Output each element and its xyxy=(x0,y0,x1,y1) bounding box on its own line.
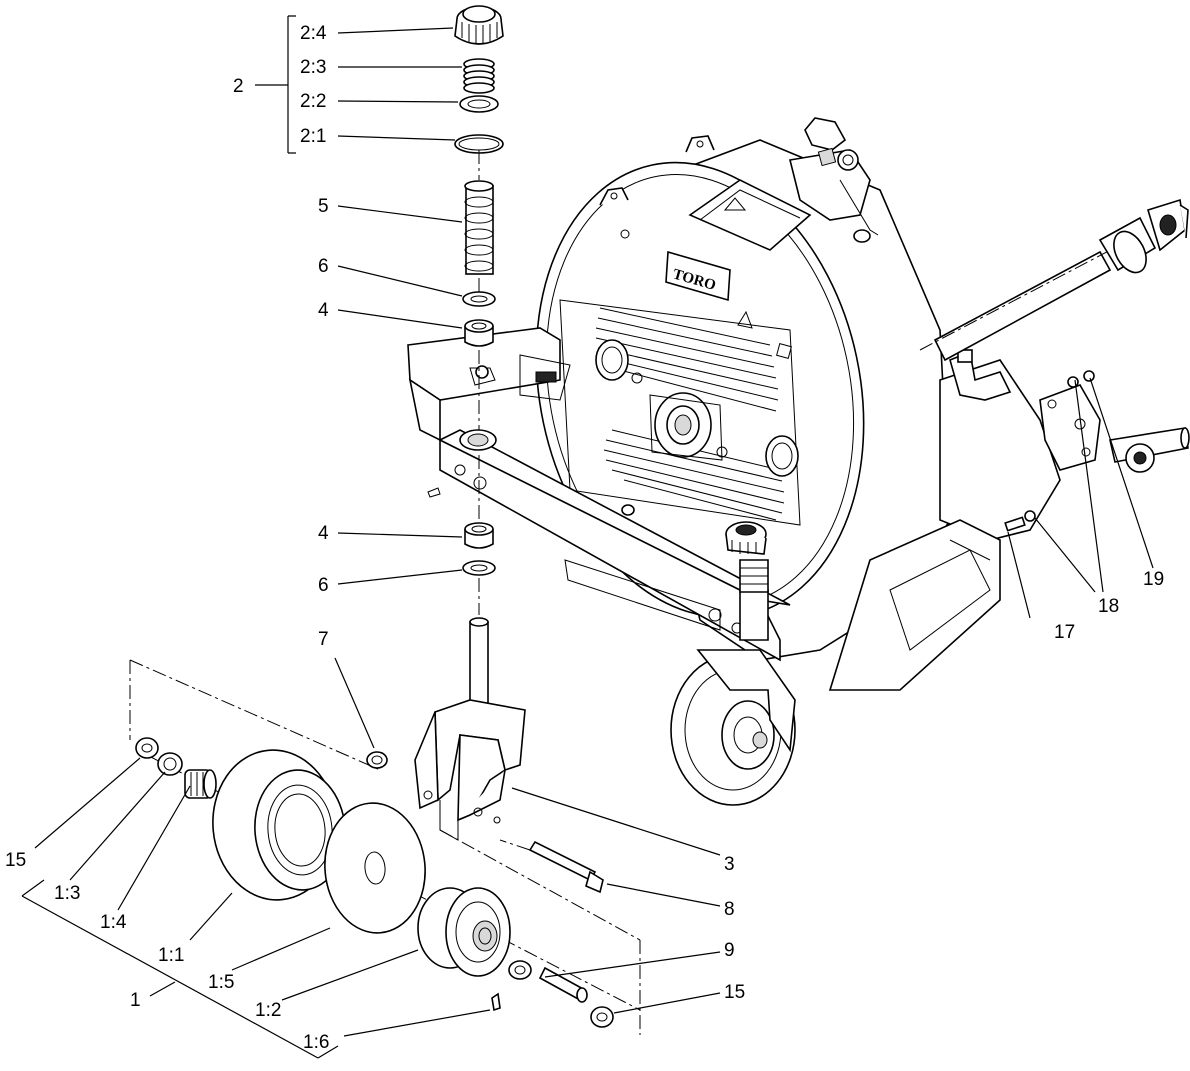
callout-15-left: 15 xyxy=(5,850,26,871)
callout-8: 8 xyxy=(724,899,735,920)
blower-housing: TORO xyxy=(535,135,951,661)
callout-18: 18 xyxy=(1098,596,1119,617)
callout-6-lower: 6 xyxy=(318,575,329,596)
callout-1-6: 1:6 xyxy=(303,1032,329,1053)
callout-19: 19 xyxy=(1143,569,1164,590)
axle-bolt-8 xyxy=(528,840,604,894)
washer-6-lower xyxy=(462,560,496,576)
callout-7: 7 xyxy=(318,629,329,650)
callout-1: 1 xyxy=(130,990,141,1011)
bushing-4-lower xyxy=(464,522,494,549)
callout-2-2: 2:2 xyxy=(300,91,326,112)
roller-bearing-1-4 xyxy=(184,769,217,799)
frame-rail xyxy=(407,327,791,662)
callout-6-upper: 6 xyxy=(318,256,329,277)
callout-4-lower: 4 xyxy=(318,523,329,544)
callout-1-4: 1:4 xyxy=(100,912,127,933)
knob-2-4 xyxy=(454,5,504,45)
callout-1-1: 1:1 xyxy=(158,945,184,966)
callout-2-1: 2:1 xyxy=(300,126,326,147)
right-frame xyxy=(828,349,1190,691)
callout-labels: 2 2:4 2:3 2:2 2:1 5 6 4 4 6 7 3 8 9 15 1… xyxy=(5,23,1164,1053)
wheel-rim-1-2 xyxy=(417,887,511,977)
washer-15-right xyxy=(590,1006,614,1028)
washer-6-upper xyxy=(462,291,496,307)
callout-2: 2 xyxy=(233,76,244,97)
callout-15-right: 15 xyxy=(724,982,745,1003)
bushing-4-upper xyxy=(464,319,494,347)
pto-shaft xyxy=(919,198,1189,362)
callout-9: 9 xyxy=(724,940,735,961)
callout-2-4: 2:4 xyxy=(300,23,327,44)
spacer-stack-5 xyxy=(464,180,494,275)
washer-15-left xyxy=(135,737,159,759)
right-caster-assembly xyxy=(670,521,796,806)
valve-stem-1-6 xyxy=(491,992,501,1012)
callout-1-2: 1:2 xyxy=(255,1000,281,1021)
callout-1-5: 1:5 xyxy=(208,972,234,993)
callout-17: 17 xyxy=(1054,622,1075,643)
caster-fork-3 xyxy=(414,617,526,841)
callout-1-3: 1:3 xyxy=(54,883,80,904)
tire-1-1 xyxy=(212,749,346,901)
spacer-bushing-9 xyxy=(508,960,588,1003)
callout-3: 3 xyxy=(724,854,735,875)
washer-2-2 xyxy=(459,95,499,113)
locknut-7 xyxy=(366,751,388,769)
bearing-1-3 xyxy=(157,752,183,776)
inner-tube-1-5 xyxy=(324,802,426,934)
callout-2-3: 2:3 xyxy=(300,57,326,78)
leader-lines xyxy=(21,15,1154,1059)
top-hitch xyxy=(789,117,879,243)
callout-4-upper: 4 xyxy=(318,300,329,321)
spring-2-3 xyxy=(463,58,495,94)
callout-5: 5 xyxy=(318,196,329,217)
